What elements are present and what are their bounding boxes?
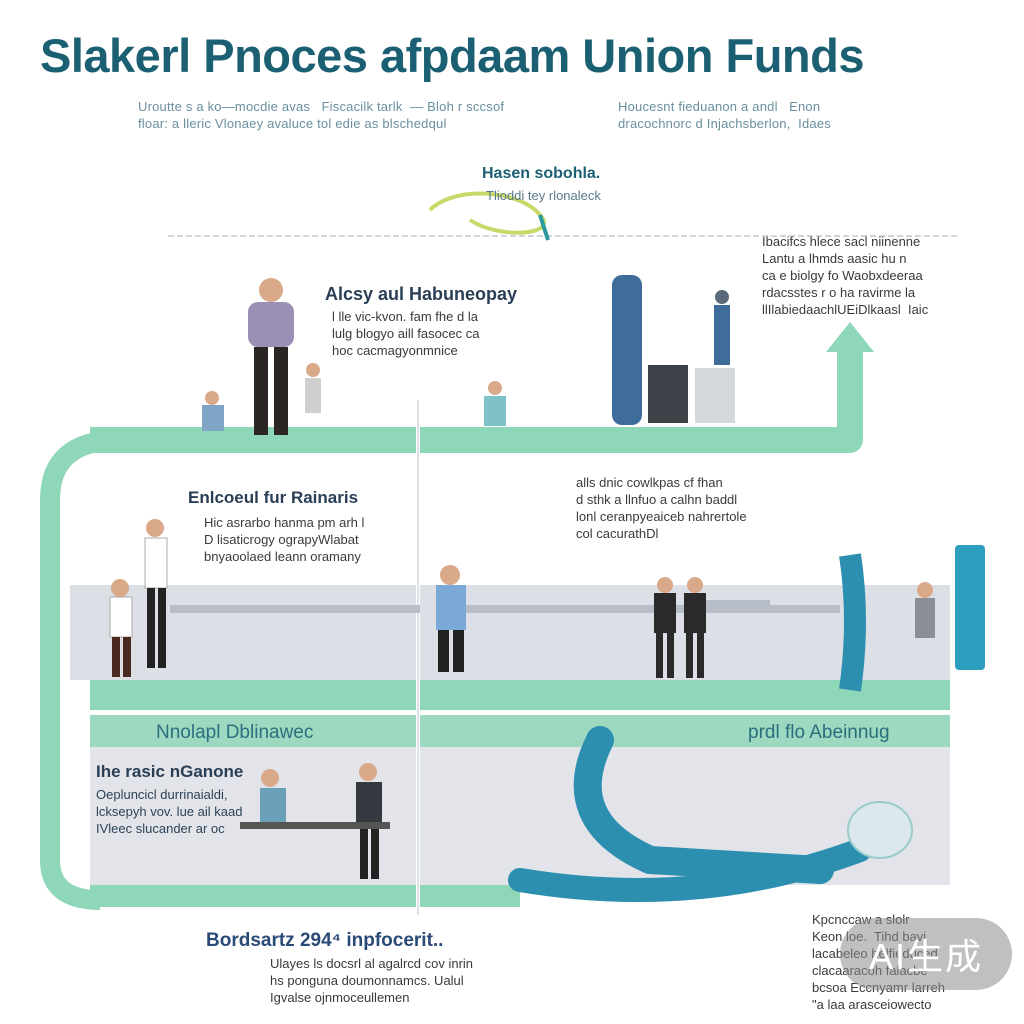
step-4-heading: Bordsartz 294⁴ inpfocerit.. <box>206 930 444 951</box>
note-middle: alls dnic cowlkpas cf fhan d sthk a llnf… <box>576 475 747 541</box>
step-2-text: Hic asrarbo hanma pm arh l D lisaticrogy… <box>204 515 365 564</box>
blue-pillar <box>955 545 985 670</box>
blue-pipe-bottom <box>508 838 872 902</box>
globe-icon <box>847 801 913 859</box>
step-3-heading: Ihe rasic nGanone <box>96 762 244 781</box>
top-callout-title: Hasen sobohla. <box>482 165 601 182</box>
step-2-heading: Enlcoeul fur Rainaris <box>188 488 359 507</box>
office-desks <box>170 600 840 613</box>
middle-floor-panel <box>70 585 950 680</box>
top-callout-text: Tlioddi tey rlonaleck <box>486 188 601 203</box>
subtitle-right: Houcesnt fieduanon a andl Enon dracochno… <box>618 99 831 131</box>
subtitle-left: Uroutte s a ko—mocdie avas Fiscacilk tar… <box>138 99 505 131</box>
step-4-text: Ulayes ls docsrl al agalrcd cov inrin hs… <box>270 956 474 1005</box>
bottom-band <box>90 885 520 907</box>
left-loop-pipe <box>40 430 121 910</box>
ai-generated-watermark: AI生成 <box>840 918 1012 990</box>
step-3-text: Oepluncicl durrinaialdi, lcksepyh vov. l… <box>96 787 243 836</box>
blue-curl <box>839 553 866 692</box>
step-1-text: l lle vic-kvon. fam fhe d la lulg blogyo… <box>332 309 480 358</box>
page-title: Slakerl Pnoces afpdaam Union Funds <box>40 29 864 82</box>
blue-pipe-left <box>573 726 834 884</box>
up-arrow-icon <box>826 322 874 352</box>
top-pipe <box>90 345 863 453</box>
band-label-left: Nnolapl Dblinawec <box>156 722 314 743</box>
middle-band <box>90 680 950 710</box>
note-top-right: Ibacifcs hlece sacl niinenne Lantu a lhm… <box>762 234 929 317</box>
lower-label-band <box>90 715 950 747</box>
band-label-right: prdl flo Abeinnug <box>748 722 890 743</box>
step-1-heading: Alcsy aul Habuneopay <box>325 284 518 304</box>
swirl-arrow <box>538 214 550 241</box>
people-figures <box>109 275 935 879</box>
